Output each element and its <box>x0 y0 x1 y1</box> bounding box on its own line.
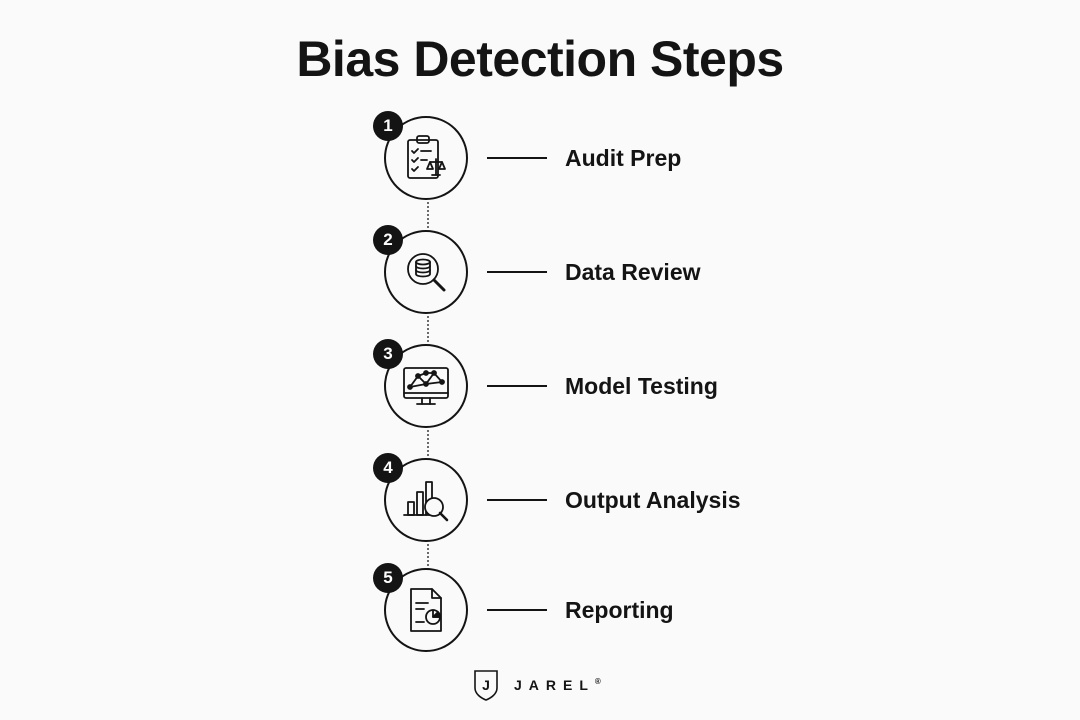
shield-logo-icon: J <box>474 670 498 701</box>
dotted-connector <box>427 202 429 228</box>
database-magnifier-icon <box>407 253 446 292</box>
step-connector-line <box>487 271 547 273</box>
dotted-connector <box>427 544 429 570</box>
step-connector-line <box>487 385 547 387</box>
step-label: Reporting <box>565 597 674 623</box>
step-number-badge: 5 <box>373 563 403 593</box>
step-connector-line <box>487 609 547 611</box>
step-label: Model Testing <box>565 373 718 399</box>
step-label: Output Analysis <box>565 487 741 513</box>
step-circle <box>384 344 468 428</box>
bar-chart-magnifier-icon <box>403 481 449 522</box>
dotted-connector <box>427 316 429 342</box>
monitor-network-icon <box>403 367 449 405</box>
step-connector-line <box>487 499 547 501</box>
step-label: Data Review <box>565 259 701 285</box>
step-connector-line <box>487 157 547 159</box>
step-number-badge: 2 <box>373 225 403 255</box>
registered-mark: ® <box>594 677 601 686</box>
report-pie-chart-icon <box>410 588 442 632</box>
brand-logo: J JAREL® <box>472 668 601 702</box>
step-circle <box>384 568 468 652</box>
brand-name-wrap: JAREL® <box>514 677 601 693</box>
step-label: Audit Prep <box>565 145 682 171</box>
clipboard-scale-icon <box>407 135 446 179</box>
step-number-badge: 3 <box>373 339 403 369</box>
dotted-connector <box>427 430 429 456</box>
step-number-badge: 1 <box>373 111 403 141</box>
page-title: Bias Detection Steps <box>296 31 784 87</box>
brand-name: JAREL <box>514 677 595 693</box>
brand-mark: J <box>482 677 490 693</box>
step-number-badge: 4 <box>373 453 403 483</box>
